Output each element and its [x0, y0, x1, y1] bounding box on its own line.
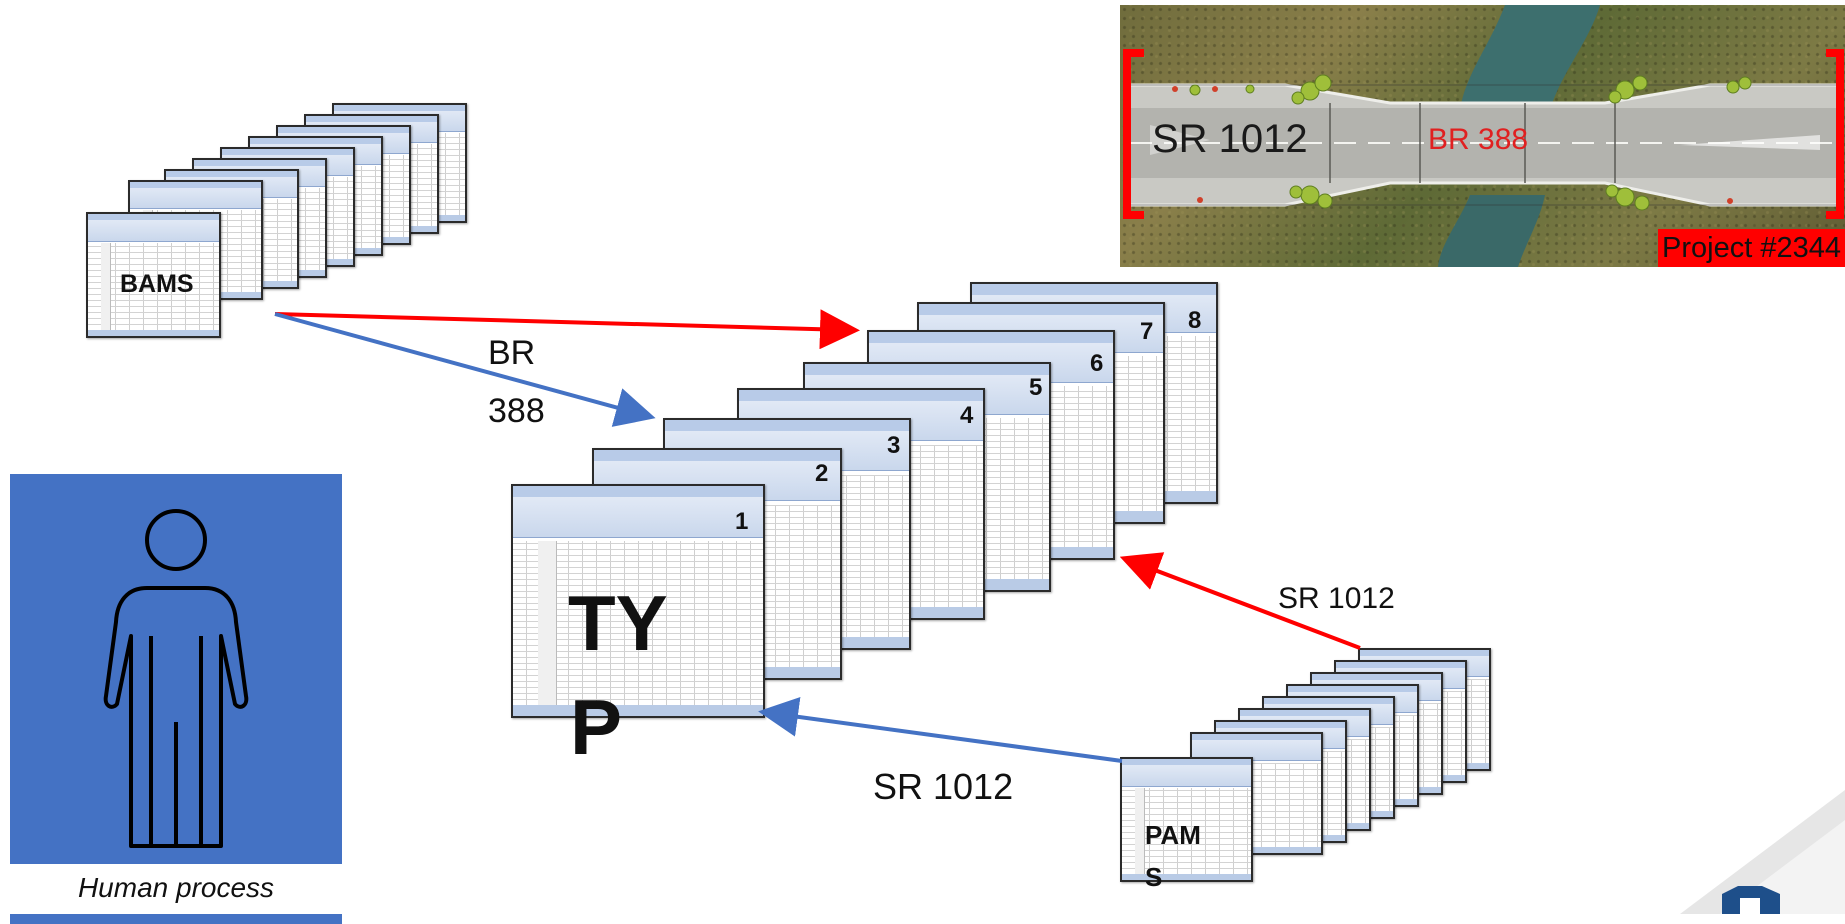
typ-sheet-number-1: 1 [735, 508, 749, 535]
typ-label-line2: P [570, 683, 623, 771]
map-bridge-label: BR 388 [1428, 123, 1529, 156]
br388-arrow-label-line2: 388 [488, 392, 545, 430]
typ-sheet-number-8: 8 [1188, 307, 1202, 334]
river [1130, 5, 1840, 267]
person-icon [103, 509, 249, 848]
keystone-logo [1680, 790, 1845, 914]
typ-label-line1: TY [568, 579, 668, 667]
human-process-caption-bg [10, 864, 342, 914]
project-number-label: Project #2344 [1658, 229, 1845, 267]
pams-sheet-front [1120, 757, 1253, 882]
bams-to-typ1-arrow [274, 312, 656, 427]
human-process-box [10, 474, 342, 924]
typ-sheet-number-7: 7 [1140, 318, 1154, 345]
typ-sheet-number-3: 3 [887, 432, 901, 459]
pams-label-line2: S [1145, 862, 1163, 892]
sr1012-blue-arrow-label: SR 1012 [873, 766, 1014, 807]
map-road-label: SR 1012 [1152, 117, 1308, 161]
typ-sheet-number-6: 6 [1090, 350, 1104, 377]
typ-sheet-1 [511, 484, 765, 718]
pams-label-line1: PAM [1145, 820, 1201, 850]
bams-to-typ8-arrow [274, 309, 860, 350]
br388-arrow-label-line1: BR [488, 334, 536, 372]
project-map: SR 1012 BR 388 Project #2344 [1120, 5, 1845, 267]
project-limit-brackets [1123, 49, 1844, 219]
pams-to-typ1-arrow [758, 696, 1123, 763]
sr1012-red-arrow-label: SR 1012 [1278, 582, 1395, 615]
human-process-caption: Human process [77, 872, 275, 903]
typ-sheet-number-4: 4 [960, 402, 974, 429]
typ-sheet-number-2: 2 [815, 460, 829, 487]
typ-sheet-number-5: 5 [1029, 374, 1043, 401]
bams-label: BAMS [120, 270, 194, 298]
bams-sheet-front [86, 212, 221, 338]
pams-to-typ8-arrow [1119, 552, 1361, 650]
